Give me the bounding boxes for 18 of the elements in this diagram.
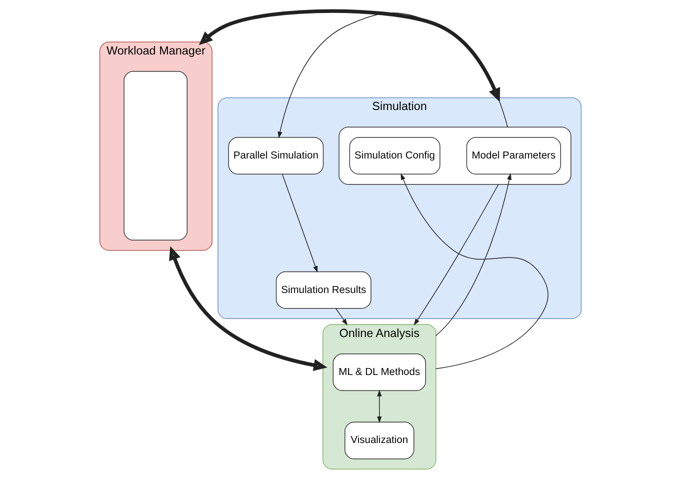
node-box bbox=[123, 71, 187, 241]
arrow bbox=[168, 246, 327, 372]
cluster bbox=[338, 126, 571, 185]
arrow bbox=[376, 390, 382, 424]
node-box: ML & DL Methods bbox=[332, 354, 426, 391]
node-box: Parallel Simulation bbox=[228, 137, 324, 174]
node-box: Visualization bbox=[344, 422, 414, 460]
arrow bbox=[413, 184, 498, 326]
node-box: Simulation Config bbox=[348, 137, 440, 174]
arrow bbox=[335, 308, 348, 326]
node-box: Simulation Results bbox=[275, 271, 371, 309]
arrow bbox=[400, 173, 548, 370]
arrow bbox=[281, 174, 318, 273]
cluster: Workload Manager bbox=[98, 42, 212, 251]
arrow bbox=[198, 9, 500, 102]
arrow bbox=[435, 173, 512, 336]
node-box: Model Parameters bbox=[466, 137, 561, 174]
arrow bbox=[277, 12, 508, 138]
